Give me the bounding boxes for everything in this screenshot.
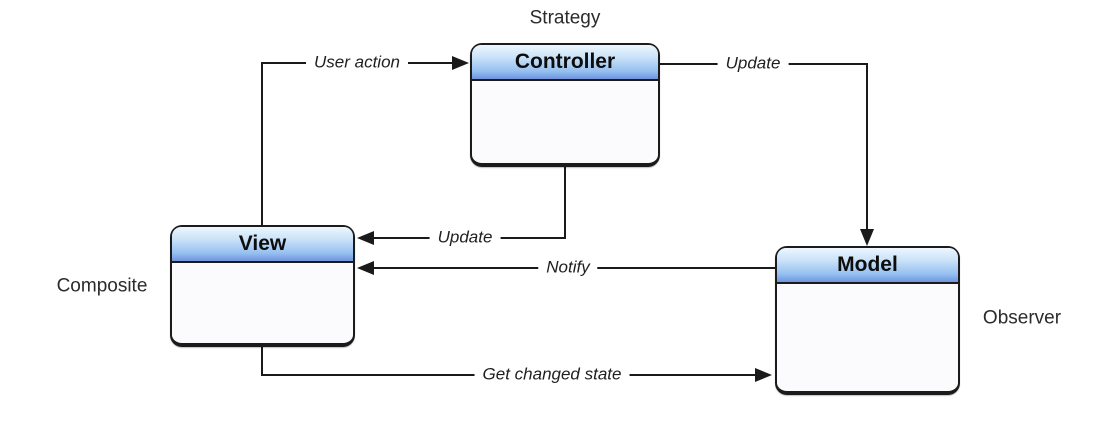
edge-line-update-model <box>660 63 868 230</box>
node-controller: Controller <box>470 43 660 167</box>
arrowhead-user-action-icon <box>452 56 469 70</box>
edge-label-get-changed-state: Get changed state <box>474 365 630 385</box>
node-view: View <box>170 225 355 347</box>
arrowhead-update-model-icon <box>860 229 874 246</box>
arrowhead-update-view-icon <box>357 231 374 245</box>
edge-label-update-view: Update <box>429 228 501 248</box>
node-controller-title: Controller <box>472 45 658 81</box>
arrowhead-get-changed-state-icon <box>755 368 772 382</box>
pattern-label-composite: Composite <box>56 275 148 297</box>
node-model-title: Model <box>777 248 958 284</box>
edge-label-user-action: User action <box>306 53 408 73</box>
node-view-title: View <box>172 227 353 263</box>
edge-label-notify: Notify <box>538 258 598 278</box>
edge-label-update-model: Update <box>717 54 789 74</box>
node-model: Model <box>775 246 960 395</box>
arrowhead-notify-icon <box>357 261 374 275</box>
edge-line-user-action <box>261 62 453 226</box>
pattern-label-observer: Observer <box>982 307 1062 329</box>
pattern-label-strategy: Strategy <box>529 7 601 29</box>
